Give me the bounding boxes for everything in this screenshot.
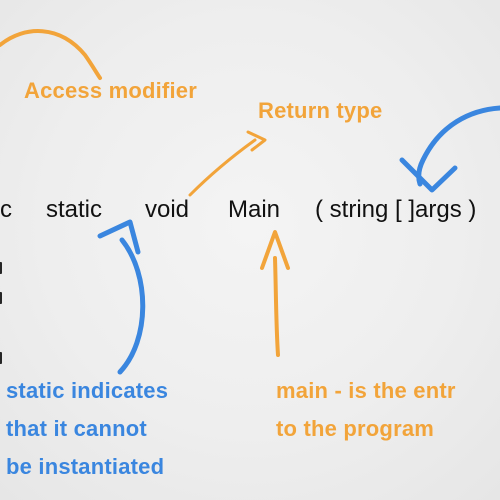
left-mark	[0, 352, 2, 364]
orange-arrowhead-main	[260, 230, 290, 270]
blue-arrowhead-top-right	[399, 157, 458, 193]
blue-arc-top-right	[416, 105, 500, 187]
orange-arc-top-left	[0, 29, 102, 80]
return-type-label: Return type	[258, 98, 383, 123]
orange-arrow-return-type	[188, 138, 257, 197]
orange-arrowhead-return-type	[246, 130, 267, 152]
blue-arrowhead-static	[97, 219, 141, 255]
code-token-static: static	[46, 196, 103, 223]
left-mark	[0, 292, 2, 304]
left-edge-marks	[0, 0, 6, 500]
code-line: c static void Main ( string [ ]args )	[0, 196, 500, 226]
static-note-line-1: static indicates	[6, 378, 169, 403]
blue-arrow-static	[117, 237, 146, 375]
code-token-args: ( string [ ]args )	[315, 196, 477, 223]
main-note-line-1: main - is the entr	[276, 378, 456, 403]
access-modifier-label: Access modifier	[24, 78, 197, 103]
static-note-line-2: that it cannot	[6, 416, 147, 441]
main-note-line-2: to the program	[276, 416, 435, 441]
static-note-line-3: be instantiated	[6, 454, 165, 479]
left-mark	[0, 262, 2, 274]
orange-arrow-main	[273, 256, 280, 357]
code-token-main: Main	[228, 196, 281, 223]
code-token-c: c	[0, 196, 12, 223]
code-token-void: void	[145, 196, 190, 223]
